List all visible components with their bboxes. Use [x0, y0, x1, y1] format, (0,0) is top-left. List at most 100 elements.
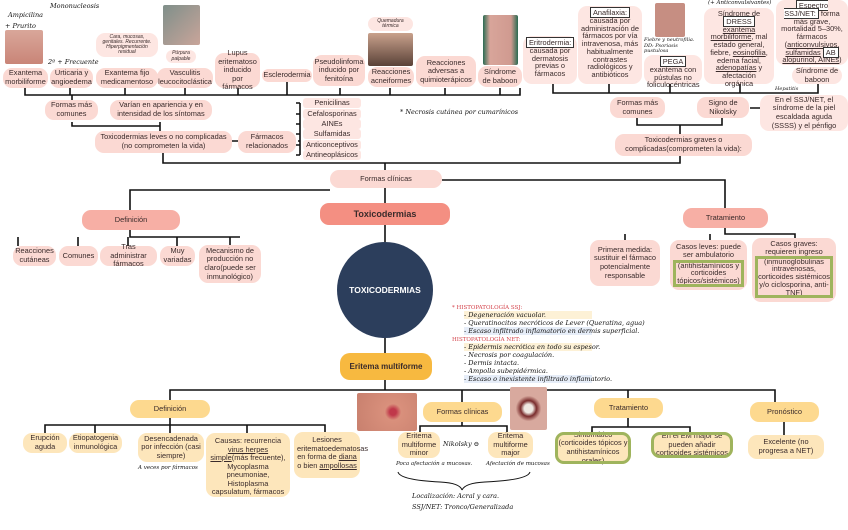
em-minor[interactable]: Eritema multiforme minor	[398, 431, 440, 458]
label-ssj: Espectro SSJ/NET:	[784, 0, 829, 19]
dress-end: y afectación orgánica	[722, 63, 763, 88]
dress-mid2: , edema facial,	[717, 47, 768, 65]
node-exantema-morbiliforme[interactable]: Exantema morbiliforme	[3, 68, 48, 88]
em-causas[interactable]: Causas: recurrencia virus herpes simple(…	[206, 433, 290, 497]
node-tratamiento[interactable]: Tratamiento	[683, 208, 768, 228]
node-toxicodermias-leves[interactable]: Toxicodermias leves o no complicadas (no…	[95, 131, 232, 153]
label-pega: PEGA	[659, 56, 687, 67]
histo-net-3: - Ampolla subepidérmica.	[464, 367, 549, 375]
node-eritema-multiforme[interactable]: Eritema multiforme	[340, 353, 432, 380]
drug-penicilinas[interactable]: Penicilinas	[303, 98, 361, 108]
les-b: o bien	[297, 460, 318, 470]
drug-aines[interactable]: AINEs	[303, 119, 361, 129]
ssj-u3: alopurinol, AINEs	[782, 55, 840, 65]
em-major-corticoides[interactable]: En el EM major se pueden añadir corticoi…	[651, 431, 733, 458]
node-esclerodermia[interactable]: Esclerodermia	[262, 69, 312, 82]
histo-net-1: - Necrosis por coagulación.	[464, 351, 555, 359]
em-erupcion[interactable]: Erupción aguda	[23, 433, 67, 453]
def-comunes[interactable]: Comunes	[59, 246, 98, 266]
em-excelente[interactable]: Excelente (no progresa a NET)	[748, 435, 824, 459]
pega-text: exantema con pústulas no foliculocéntric…	[647, 64, 700, 90]
skin-photo-mouth	[510, 387, 547, 430]
histo-ssj-1: - Queratinocitos necróticos de Lever (Qu…	[464, 319, 645, 327]
histo-net-2: - Dermis intacta.	[464, 359, 520, 367]
em-sintomatico[interactable]: Sintomático (corticoides tópicos y antih…	[555, 430, 631, 464]
node-pseudolinfoma[interactable]: Pseudolinfoma inducido por fenitoína	[313, 55, 365, 86]
note-purpura: Púrpura palpable	[166, 50, 196, 63]
casos-leves-title: Casos leves: puede ser ambulatorio	[676, 242, 741, 259]
note-localizacion: Localización: Acral y cara.	[412, 492, 500, 500]
node-baboon[interactable]: Síndrome de baboon	[478, 66, 522, 87]
skin-photo-acne	[368, 33, 413, 66]
main-circle[interactable]: TOXICODERMIAS	[337, 242, 433, 338]
node-vasculitis[interactable]: Vasculitis leucocitoclástica	[157, 68, 213, 88]
casos-graves-title: Casos graves: requieren ingreso	[765, 239, 823, 256]
histo-net-0: - Epidermis necrótica en todo su espesor…	[464, 343, 601, 351]
histology-notes: * HISTOPATOLOGÍA SSJ: - Degeneración vac…	[452, 305, 645, 383]
em-tratamiento[interactable]: Tratamiento	[594, 398, 663, 418]
note-hepatitis: Hepatitis	[775, 86, 799, 92]
node-nikolsky[interactable]: Signo de Nikolsky	[697, 97, 749, 118]
def-muy-variadas[interactable]: Muy variadas	[160, 246, 195, 266]
les-u1: diana	[338, 452, 357, 462]
node-formas-clinicas[interactable]: Formas clínicas	[330, 170, 442, 188]
skin-photo-exantema	[5, 30, 43, 64]
note-frecuente: 2º + Frecuente	[48, 58, 99, 66]
node-anafilaxia[interactable]: Anafilaxia: causada por administración d…	[578, 6, 642, 84]
casos-leves-detail: (antihistamínicos y corticoides tópicos/…	[673, 259, 744, 287]
trat-casos-leves[interactable]: Casos leves: puede ser ambulatorio(antih…	[670, 240, 747, 290]
skin-photo-vasculitis	[163, 5, 200, 45]
node-dress[interactable]: Síndrome de DRESS exantema morbiliforme,…	[704, 8, 774, 87]
note-pega: Fiebre y neutrofilia. DD: Psoriasis pust…	[644, 37, 695, 54]
em-lesiones[interactable]: Lesiones eritematoedematosas en forma de…	[294, 432, 368, 478]
node-formas-comunes-leves[interactable]: Formas más comunes	[45, 100, 98, 120]
dress-mid: , mal estado general, fiebre,	[710, 32, 768, 57]
node-toxicodermias-title[interactable]: Toxicodermias	[320, 203, 450, 225]
node-varian[interactable]: Varían en apariencia y en intensidad de …	[110, 100, 212, 120]
def-tras-administrar[interactable]: Tras administrar fármacos	[100, 242, 157, 268]
node-acneiformes[interactable]: Reacciones acneiformes	[368, 67, 414, 87]
em-formas-clinicas[interactable]: Formas clínicas	[423, 402, 502, 422]
node-toxicodermias-graves[interactable]: Toxicodermias graves o complicadas(compr…	[615, 134, 752, 156]
drug-anticonceptivos[interactable]: Anticonceptivos	[303, 140, 361, 150]
note-nikolsky-neg: Nikolsky ⊖	[443, 440, 480, 448]
drug-antineoplasicos[interactable]: Antineoplásicos	[303, 150, 361, 160]
node-urticaria[interactable]: Urticaria y angioedema	[50, 68, 93, 88]
ssj-u1: anticonvulsivos	[787, 39, 838, 49]
note-minor: Poca afectación a mucosas.	[396, 461, 473, 467]
histo-ssj-0: - Degeneración vacuolar.	[464, 311, 592, 319]
trat-primera-medida[interactable]: Primera medida: sustituir el fármaco pot…	[590, 240, 660, 286]
causas-a: Causas: recurrencia	[214, 436, 282, 445]
drug-cefalosporinas[interactable]: Cefalosporinas	[303, 109, 361, 119]
def-mecanismo[interactable]: Mecanismo de producción no claro(puede s…	[199, 245, 261, 283]
em-pronostico[interactable]: Pronóstico	[750, 402, 819, 422]
def-reacciones-cutaneas[interactable]: Reacciones cutáneas	[13, 246, 56, 266]
trat-casos-graves[interactable]: Casos graves: requieren ingreso(inmunogl…	[752, 238, 836, 302]
node-quimioterapicos[interactable]: Reacciones adversas a quimioterápicos	[416, 56, 476, 87]
drug-sulfamidas[interactable]: Sulfamidas	[303, 129, 361, 139]
note-dress: (+ Anticonvulsivantes)	[708, 0, 772, 6]
node-ssss[interactable]: En el SSJ/NET, el síndrome de la piel es…	[760, 95, 848, 131]
node-ssj-net[interactable]: Espectro SSJ/NET: forma más grave, morta…	[776, 0, 848, 65]
les-a: Lesiones eritematoedematosas en forma de	[297, 435, 369, 462]
skin-photo-baboon	[483, 15, 518, 65]
em-definicion[interactable]: Definición	[130, 400, 210, 418]
les-u2: ampollosas	[319, 460, 357, 470]
node-formas-comunes-graves[interactable]: Formas más comunes	[610, 97, 665, 118]
em-desencadenada[interactable]: Desencadenada por infección (casi siempr…	[138, 433, 204, 462]
node-farmacos-relacionados[interactable]: Fármacos relacionados	[238, 131, 296, 153]
node-pega[interactable]: PEGA exantema con pústulas no foliculocé…	[644, 55, 702, 89]
ssj-ab: AB	[822, 46, 839, 58]
node-exantema-fijo[interactable]: Exantema fijo medicamentoso	[96, 68, 158, 88]
em-etiopatogenia[interactable]: Etiopatogenia inmunológica	[69, 433, 122, 453]
eritrodermia-text: causada por dermatosis previas o fármaco…	[529, 45, 571, 79]
node-lupus[interactable]: Lupus eritematoso inducido por fármacos	[215, 48, 260, 91]
node-definicion[interactable]: Definición	[82, 210, 180, 230]
note-ssj-net-loc: SSJ/NET: Tronco/Generalizada	[412, 503, 514, 511]
histo-net-4: - Escaso o inexistente infiltrado inflam…	[464, 375, 613, 383]
skin-photo-pega	[655, 3, 685, 37]
em-major[interactable]: Eritema multiforme major	[488, 431, 533, 458]
note-exantema-fijo: Cara, mucosas, genitales. Recurrente. Hi…	[96, 33, 158, 57]
node-baboon-grave[interactable]: Síndrome de baboon	[792, 66, 842, 84]
node-eritrodermia[interactable]: Eritrodermia: causada por dermatosis pre…	[523, 36, 577, 84]
